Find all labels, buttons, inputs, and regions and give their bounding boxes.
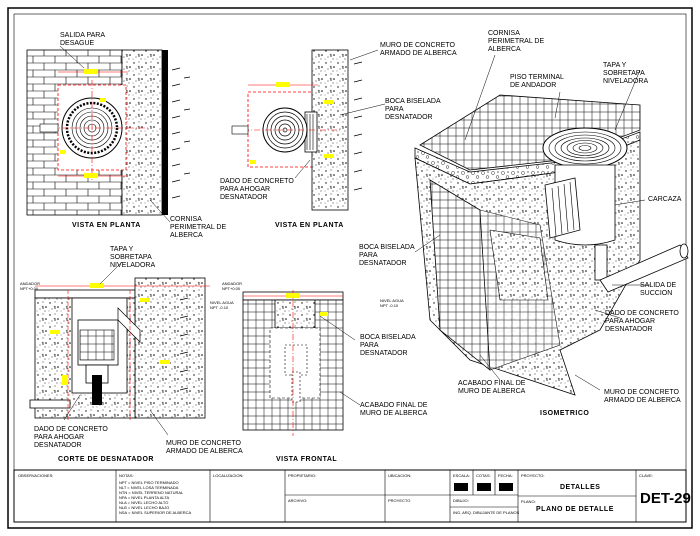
escala-swatch (454, 483, 468, 491)
level-andador-2: ANDADOR NPT+0.00 (222, 281, 243, 291)
callout-dado-concreto: DADO DE CONCRETO PARA AHOGAR DESNATADOR (220, 178, 294, 201)
callout-muro-concreto-top: MURO DE CONCRETO ARMADO DE ALBERCA (380, 42, 457, 57)
callout-boca-biselada-iso: BOCA BISELADA PARA DESNATADOR (359, 244, 415, 267)
plan-view-2 (231, 49, 386, 211)
callout-salida-desague: SALIDA PARA DESAGUE (60, 32, 106, 47)
tb-notas-lines: NPT = NIVEL PISO TERMINADO NLT = NIVEL L… (119, 480, 192, 515)
title-section: CORTE DE DESNATADOR (58, 456, 154, 463)
isometric-view (414, 54, 689, 396)
tb-plano-label: PLANO: (521, 499, 536, 504)
front-view (242, 290, 361, 436)
title-plan-2: VISTA EN PLANTA (275, 222, 344, 229)
callout-acabado-final-front: ACABADO FINAL DE MURO DE ALBERCA (360, 402, 428, 417)
callout-dado-concreto-sec: DADO DE CONCRETO PARA AHOGAR DESNATADOR (34, 426, 108, 449)
tb-propietario: PROPIETARIO: (288, 473, 317, 478)
plan-view-1 (26, 45, 191, 223)
tb-proyecto-value: DETALLES (560, 484, 601, 491)
title-block-frame (13, 469, 687, 523)
callout-cornisa-perimetral: CORNISA PERIMETRAL DE ALBERCA (170, 216, 227, 239)
tb-dibujo-value: ING. ARQ. DIBUJANTE DE PLANOS (453, 510, 520, 515)
callout-tapa-sobretapa-iso: TAPA Y SOBRETAPA NIVELADORA (603, 62, 649, 85)
callout-acabado-final-iso: ACABADO FINAL DE MURO DE ALBERCA (458, 380, 526, 395)
tb-notas: NOTAS: (119, 473, 134, 478)
title-front: VISTA FRONTAL (276, 456, 338, 463)
tb-escala: ESCALA: (453, 473, 470, 478)
callout-boca-biselada-front: BOCA BISELADA PARA DESNATADOR (360, 334, 416, 357)
callout-piso-terminal: PISO TERMINAL DE ANDADOR (510, 74, 564, 89)
section-view (29, 261, 210, 436)
tb-plano-value: PLANO DE DETALLE (536, 506, 614, 513)
callout-cornisa-iso: CORNISA PERIMETRAL DE ALBERCA (488, 30, 545, 53)
level-nivel-agua-2: NIVEL AGUA NPT -0.10 (380, 298, 404, 308)
cotas-swatch (477, 483, 491, 491)
callout-salida-succion: SALIDA DE SUCCION (640, 282, 677, 297)
level-nivel-agua-1: NIVEL AGUA NPT -0.10 (210, 300, 234, 310)
tb-fecha: FECHA: (498, 473, 513, 478)
tb-proyecto-header: PROYECTO: (521, 473, 545, 478)
tb-proyecto-label: PROYECTO (388, 498, 411, 503)
tb-ubicacion: UBICACION: (388, 473, 412, 478)
title-isometric: ISOMETRICO (540, 410, 590, 417)
callout-muro-concreto-iso: MURO DE CONCRETO ARMADO DE ALBERCA (604, 389, 681, 404)
tb-localizacion: LOCALIZACION: (213, 473, 244, 478)
level-andador-1: ANDADOR NPT+0.00 (20, 281, 41, 291)
fecha-swatch (499, 483, 513, 491)
outer-border (7, 7, 693, 529)
callout-muro-concreto-sec: MURO DE CONCRETO ARMADO DE ALBERCA (166, 440, 243, 455)
tb-cotas: COTAS: (476, 473, 491, 478)
callout-boca-biselada: BOCA BISELADA PARA DESNATADOR (385, 98, 441, 121)
callout-tapa-sobretapa-sec: TAPA Y SOBRETAPA NIVELADORA (110, 246, 156, 269)
tb-clave-label: CLAVE: (639, 473, 653, 478)
title-plan-1: VISTA EN PLANTA (72, 222, 141, 229)
tb-dibujo: DIBUJO: (453, 498, 469, 503)
tb-observaciones: OBSERVACIONES: (18, 473, 54, 478)
callout-carcaza: CARCAZA (648, 196, 682, 203)
sheet-number: DET-29 (640, 490, 691, 507)
tb-archivo: ARCHIVO: (288, 498, 308, 503)
callout-dado-concreto-iso: DADO DE CONCRETO PARA AHOGAR DESNATADOR (605, 310, 679, 333)
